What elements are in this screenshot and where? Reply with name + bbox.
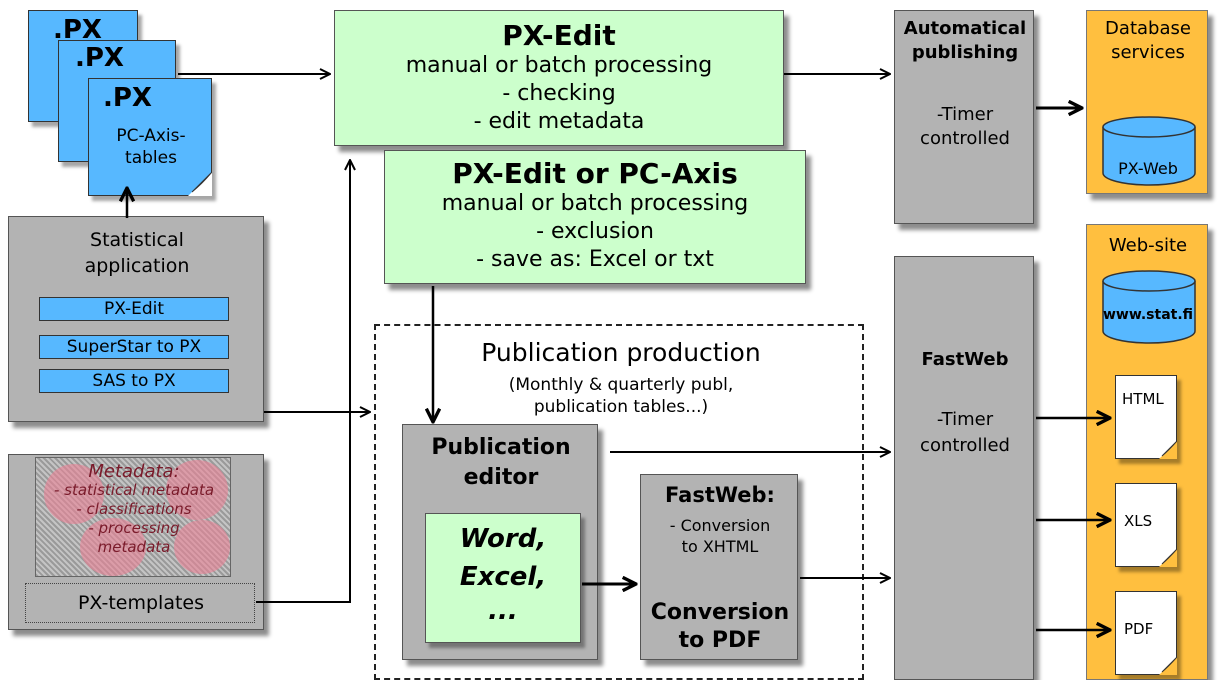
xls-file-icon: XLS xyxy=(1115,483,1177,567)
metadata-blob xyxy=(80,518,146,576)
px-templates-box: Metadata: - statistical metadata - class… xyxy=(8,454,264,630)
metadata-text: Metadata: - statistical metadata - class… xyxy=(53,461,215,556)
px-templates-label-box: PX-templates xyxy=(25,583,255,623)
statistical-application-title: Statistical application xyxy=(84,229,190,277)
px-edit-title: PX-Edit xyxy=(502,19,616,52)
px-table-page-3: .PX PC-Axis- tables xyxy=(88,78,212,196)
px-tables-caption: PC-Axis- tables xyxy=(116,126,186,168)
fastweb-conversion-lines: - Conversion to XHTML xyxy=(669,516,771,556)
page-fold-icon xyxy=(1159,657,1177,675)
px-edit-box: PX-Edit manual or batch processing - che… xyxy=(334,10,784,146)
publication-editor-box: Publication editor Word, Excel, ... xyxy=(402,424,598,660)
database-cylinder-icon xyxy=(1102,116,1196,186)
html-file-icon: HTML xyxy=(1115,375,1177,459)
page-fold-icon xyxy=(1159,549,1177,567)
fastweb-box: FastWeb -Timer controlled xyxy=(894,256,1034,680)
metadata-title: Metadata: xyxy=(88,461,180,482)
px-templates-label: PX-templates xyxy=(77,592,205,614)
website-title: Web-site xyxy=(1108,235,1188,256)
pdf-file-label: PDF xyxy=(1124,620,1154,638)
sas-to-px-item: SAS to PX xyxy=(39,369,229,393)
word-excel-box: Word, Excel, ... xyxy=(425,513,581,643)
arrow-templates-to-pxedit xyxy=(256,160,350,603)
metadata-panel: Metadata: - statistical metadata - class… xyxy=(35,457,231,577)
database-services-title: Database services xyxy=(1105,18,1191,63)
metadata-blob xyxy=(44,464,104,524)
px-web-label: PX-Web xyxy=(1118,159,1178,178)
fastweb-conversion-title: FastWeb: xyxy=(665,483,775,507)
metadata-blob xyxy=(174,520,230,574)
publication-editor-title: Publication editor xyxy=(431,435,571,490)
px-edit-item: PX-Edit xyxy=(39,297,229,321)
fastweb-conversion-box: FastWeb: - Conversion to XHTML Conversio… xyxy=(640,474,798,660)
publication-production-title: Publication production xyxy=(481,338,761,367)
conversion-to-pdf-label: Conversion to PDF xyxy=(650,600,790,653)
automatical-publishing-lines: -Timer controlled xyxy=(920,104,1010,149)
website-box: Web-site www.stat.fi HTML XLS PDF xyxy=(1086,224,1208,680)
www-stat-fi-label: www.stat.fi xyxy=(1102,307,1194,323)
page-fold-icon xyxy=(188,172,212,196)
website-cylinder-icon xyxy=(1102,270,1196,344)
fastweb-title: FastWeb xyxy=(921,349,1009,370)
px-page-label: .PX xyxy=(75,43,124,73)
metadata-blob xyxy=(166,460,228,520)
xls-file-label: XLS xyxy=(1124,512,1153,530)
px-edit-or-pc-axis-title: PX-Edit or PC-Axis xyxy=(452,157,738,190)
px-page-label: .PX xyxy=(103,83,152,113)
automatical-publishing-title: Automatical publishing xyxy=(903,18,1027,63)
superstar-to-px-item: SuperStar to PX xyxy=(39,335,229,359)
page-fold-icon xyxy=(1159,441,1177,459)
pdf-file-icon: PDF xyxy=(1115,591,1177,675)
html-file-label: HTML xyxy=(1122,390,1164,408)
automatical-publishing-box: Automatical publishing -Timer controlled xyxy=(894,10,1034,224)
px-edit-or-pc-axis-box: PX-Edit or PC-Axis manual or batch proce… xyxy=(384,150,806,284)
statistical-application-box: Statistical application PX-Edit SuperSta… xyxy=(8,216,264,422)
publication-production-subtitle: (Monthly & quarterly publ, publication t… xyxy=(508,375,734,417)
fastweb-lines: -Timer controlled xyxy=(920,409,1010,456)
database-services-box: Database services PX-Web xyxy=(1086,10,1208,194)
